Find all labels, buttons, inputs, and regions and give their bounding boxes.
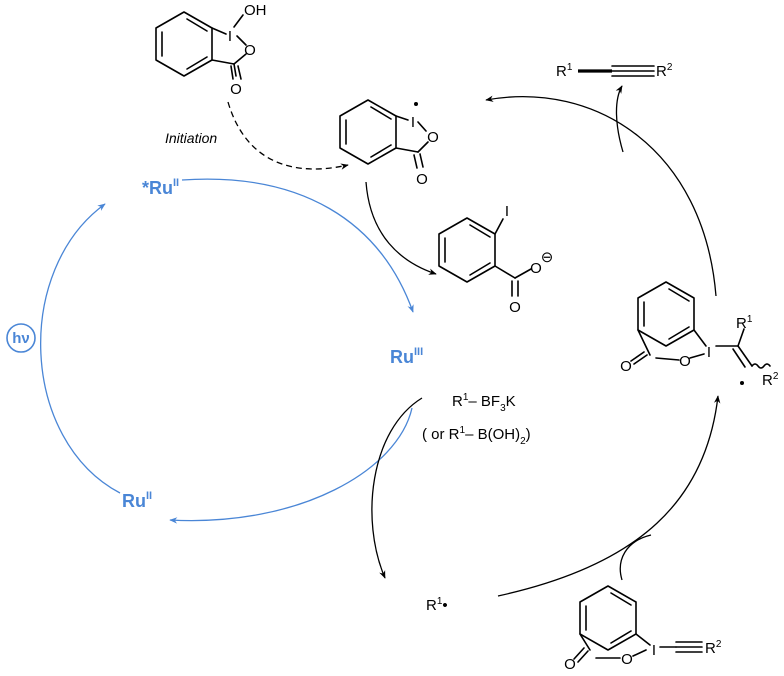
bi-oh-molecule: I OH O O bbox=[155, 2, 267, 98]
ru-ground-label: RuII bbox=[122, 490, 152, 511]
bi-radical-benzene bbox=[339, 99, 397, 165]
vinyl-carbonyl-oxygen: O bbox=[620, 358, 632, 375]
ebx-carbonyl-oxygen: O bbox=[564, 656, 576, 673]
ebx-iodine: I bbox=[652, 642, 656, 659]
vinyl-ring-oxygen: O bbox=[679, 353, 691, 370]
bi-oh-hydroxyl: OH bbox=[244, 2, 267, 19]
ebx-molecule: I O O R2 bbox=[564, 585, 722, 673]
iodobenzoate-benzene bbox=[438, 217, 496, 283]
arrow-vinyl-to-radical bbox=[485, 95, 717, 297]
bi-radical-iodine: I bbox=[411, 114, 415, 131]
arrow-oxidized-to-ground bbox=[169, 407, 413, 524]
alkyl-radical: R1• bbox=[426, 596, 448, 614]
vinyl-radical-molecule: I O O R1 R2 bbox=[620, 281, 779, 389]
vinyl-wavy-bond bbox=[751, 363, 771, 369]
reagent-boronic-acid: ( or R1– B(OH)2) bbox=[422, 425, 531, 447]
ebx-ring-oxygen: O bbox=[621, 651, 633, 668]
bi-oh-iodine: I bbox=[228, 28, 232, 45]
ebx-benzene bbox=[579, 585, 637, 651]
alkyne-product: R1 R2 bbox=[556, 62, 673, 80]
product-r1: R1 bbox=[556, 62, 573, 80]
initiation-label: Initiation bbox=[165, 130, 217, 146]
vinyl-benzene bbox=[637, 281, 695, 347]
arrow-excited-to-oxidized bbox=[181, 178, 414, 313]
arrow-to-product bbox=[615, 85, 624, 153]
ru-oxidized-label: RuIII bbox=[390, 346, 423, 367]
bi-oh-benzene bbox=[155, 11, 213, 77]
arrow-ground-to-excited bbox=[40, 203, 121, 494]
bi-oh-ring-oxygen: O bbox=[244, 42, 256, 59]
light-label: hν bbox=[12, 330, 30, 347]
vinyl-radical-dot bbox=[740, 381, 744, 385]
initiation-arrow bbox=[227, 101, 349, 170]
arrow-radical-to-adduct bbox=[497, 395, 721, 597]
iodobenzoate-charge: ⊖ bbox=[541, 249, 554, 266]
bi-radical-molecule: I O O bbox=[339, 99, 439, 188]
reagent-bf3k: R1– BF3K bbox=[452, 392, 516, 414]
light-circle bbox=[6, 323, 36, 353]
arrow-radical-to-benzoate bbox=[365, 181, 437, 275]
vinyl-r1: R1 bbox=[736, 314, 753, 332]
ru-excited-label: *RuII bbox=[142, 177, 179, 198]
iodobenzoate-iodine: I bbox=[505, 203, 509, 220]
bi-radical-carbonyl-oxygen: O bbox=[416, 171, 428, 188]
vinyl-iodine: I bbox=[707, 344, 711, 361]
bi-oh-carbonyl-oxygen: O bbox=[230, 81, 242, 98]
bi-radical-dot bbox=[414, 102, 418, 106]
arrow-to-alkyl-radical bbox=[371, 397, 423, 579]
product-r2: R2 bbox=[656, 62, 673, 80]
vinyl-r2: R2 bbox=[762, 371, 779, 389]
iodobenzoate-carbonyl-oxygen: O bbox=[509, 299, 521, 316]
light-hv: hν bbox=[6, 323, 36, 353]
ebx-r2: R2 bbox=[705, 639, 722, 657]
iodobenzoate-molecule: I O O ⊖ bbox=[438, 203, 554, 316]
photoredox-cycle: hν *RuII RuIII RuII bbox=[6, 177, 423, 524]
ebx-join-curve bbox=[619, 534, 652, 581]
bi-radical-ring-oxygen: O bbox=[427, 129, 439, 146]
iodobenzoate-oxygen-anion: O bbox=[530, 260, 542, 277]
